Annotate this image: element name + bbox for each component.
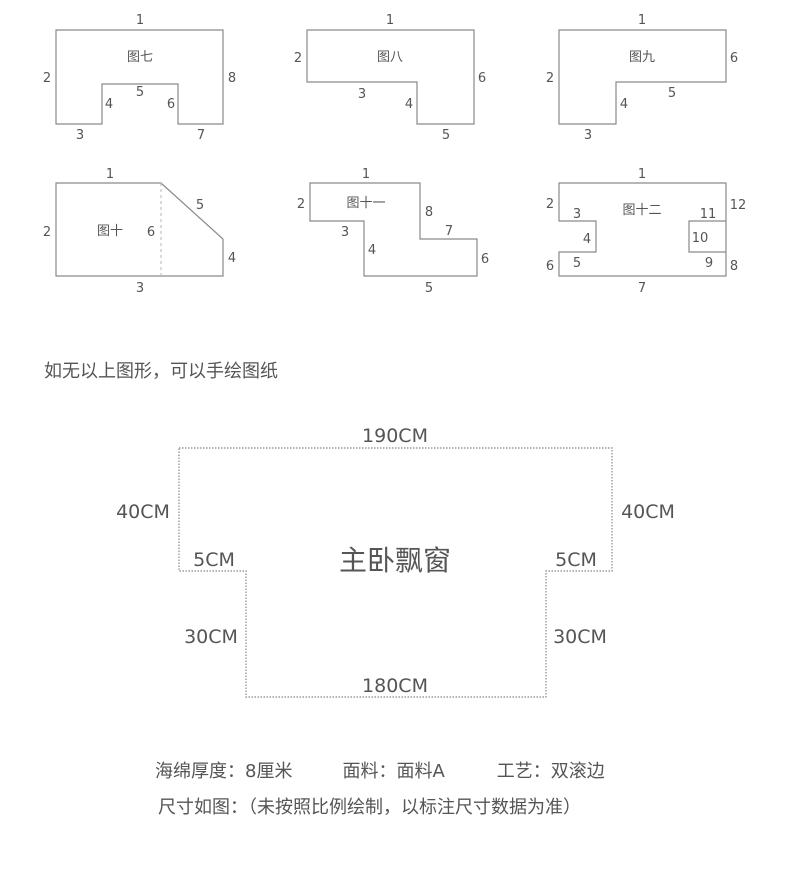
figure-7: 图七 1 2 3 4 5 6 7 8 xyxy=(43,13,236,143)
figure-7-outline xyxy=(55,29,224,125)
figure-10-label-6: 6 xyxy=(147,225,155,240)
main-bottom-dimension: 180CM xyxy=(362,675,428,697)
figure-12-label-1: 1 xyxy=(638,167,646,182)
main-right-step-dimension: 5CM xyxy=(555,549,597,571)
figure-7-title: 图七 xyxy=(127,50,153,65)
figure-10-outline xyxy=(55,182,224,277)
figure-8-label-5: 5 xyxy=(442,128,450,143)
figure-12-label-8: 8 xyxy=(730,259,738,274)
figure-11-label-2: 2 xyxy=(297,197,305,212)
figure-11-label-8: 8 xyxy=(425,205,433,220)
figure-12-label-3: 3 xyxy=(573,207,581,222)
figure-7-label-8: 8 xyxy=(228,71,236,86)
craft-spec: 工艺：双滚边 xyxy=(496,761,605,782)
figure-10-label-1: 1 xyxy=(106,167,114,182)
figure-11-label-4: 4 xyxy=(368,243,376,258)
figure-11-label-7: 7 xyxy=(445,224,453,239)
main-right-lower-dimension: 30CM xyxy=(553,626,607,648)
figure-10-label-4: 4 xyxy=(228,251,236,266)
figure-11-label-1: 1 xyxy=(362,167,370,182)
figure-8-label-6: 6 xyxy=(478,71,486,86)
figure-12-label-9: 9 xyxy=(705,256,713,271)
figure-11-label-6: 6 xyxy=(481,252,489,267)
size-note: 尺寸如图：（未按照比例绘制，以标注尺寸数据为准） xyxy=(158,797,581,818)
figure-7-label-4: 4 xyxy=(105,97,113,112)
figure-8-label-3: 3 xyxy=(358,87,366,102)
figure-10-label-2: 2 xyxy=(43,225,51,240)
figure-12-label-6: 6 xyxy=(546,259,554,274)
spec-line: 海绵厚度：8厘米 面料：面料A 工艺：双滚边 xyxy=(155,757,605,783)
figure-12-label-4: 4 xyxy=(583,232,591,247)
figure-12-label-7: 7 xyxy=(638,281,646,296)
figure-12-outline xyxy=(558,182,727,277)
figure-9-label-3: 3 xyxy=(584,128,592,143)
figure-12: 图十二 1 2 3 4 5 6 7 8 9 10 11 12 xyxy=(546,167,746,296)
figure-8-label-2: 2 xyxy=(294,51,302,66)
hand-drawing-note: 如无以上图形，可以手绘图纸 xyxy=(44,361,278,382)
main-room-title: 主卧飘窗 xyxy=(339,544,451,577)
figure-11: 图十一 1 2 3 4 5 6 7 8 xyxy=(297,167,489,296)
figure-12-label-12: 12 xyxy=(730,198,747,213)
figure-7-label-5: 5 xyxy=(136,85,144,100)
figure-12-label-5: 5 xyxy=(573,256,581,271)
figure-10-label-3: 3 xyxy=(136,281,144,296)
figure-7-label-6: 6 xyxy=(167,97,175,112)
figure-12-label-2: 2 xyxy=(546,197,554,212)
main-left-dimension: 40CM xyxy=(116,501,170,523)
sponge-thickness-spec: 海绵厚度：8厘米 xyxy=(155,761,293,782)
figure-11-label-3: 3 xyxy=(341,225,349,240)
main-diagram: 190CM 40CM 40CM 5CM 5CM 30CM 30CM 180CM … xyxy=(116,425,675,698)
figure-8-label-1: 1 xyxy=(386,13,394,28)
figure-8-outline xyxy=(306,29,475,125)
figure-10: 图十 1 2 3 4 5 6 xyxy=(43,167,236,296)
figure-9-label-5: 5 xyxy=(668,86,676,101)
figure-11-outline xyxy=(309,182,478,277)
figure-9-label-1: 1 xyxy=(638,13,646,28)
figure-9-label-4: 4 xyxy=(620,97,628,112)
main-right-dimension: 40CM xyxy=(621,501,675,523)
main-left-lower-dimension: 30CM xyxy=(184,626,238,648)
figure-11-label-5: 5 xyxy=(425,281,433,296)
figure-10-title: 图十 xyxy=(97,224,123,239)
figure-7-label-2: 2 xyxy=(43,71,51,86)
figure-8-title: 图八 xyxy=(377,50,403,65)
figure-7-label-3: 3 xyxy=(76,128,84,143)
main-top-dimension: 190CM xyxy=(362,425,428,447)
main-left-step-dimension: 5CM xyxy=(193,549,235,571)
figure-8-label-4: 4 xyxy=(405,97,413,112)
main-diagram-outline xyxy=(178,447,613,698)
fabric-spec: 面料：面料A xyxy=(342,761,445,782)
figure-9-title: 图九 xyxy=(629,50,655,65)
figure-9-label-6: 6 xyxy=(730,51,738,66)
figure-9-label-2: 2 xyxy=(546,71,554,86)
figure-7-label-7: 7 xyxy=(197,128,205,143)
figure-10-label-5: 5 xyxy=(196,198,204,213)
figure-12-right-notch xyxy=(688,220,726,253)
figure-12-title: 图十二 xyxy=(622,203,661,218)
figure-9-outline xyxy=(558,29,727,125)
figure-11-title: 图十一 xyxy=(346,196,385,211)
figure-12-label-10: 10 xyxy=(692,231,709,246)
figure-9: 图九 1 2 3 4 5 6 xyxy=(546,13,738,143)
figure-8: 图八 1 2 3 4 5 6 xyxy=(294,13,486,143)
figure-12-label-11: 11 xyxy=(700,207,717,222)
figure-7-label-1: 1 xyxy=(136,13,144,28)
